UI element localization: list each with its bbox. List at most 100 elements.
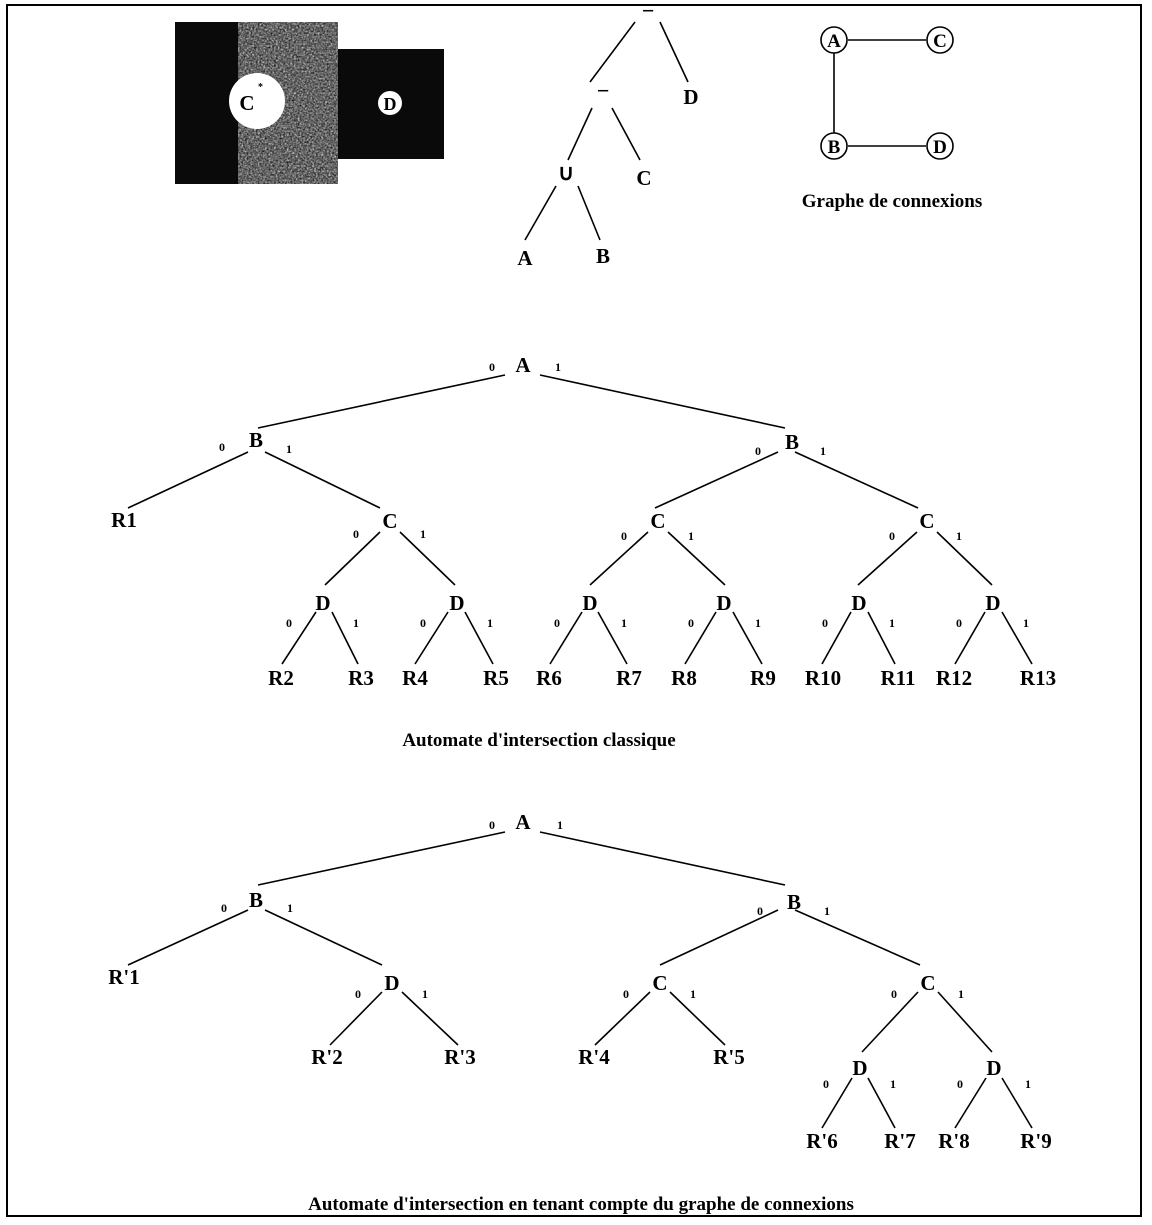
expr-edge [524,185,557,241]
t1-node-b-left: B [249,428,263,452]
t1-bit-0: 0 [755,444,761,458]
t1-edge [257,374,506,429]
t2-edge [1001,1077,1033,1129]
t2-node-d: D [986,1056,1001,1080]
t2-edge [594,991,651,1046]
t1-bit-1: 1 [956,529,962,543]
t2-bit-0: 0 [623,987,629,1001]
t2-edge [257,831,506,886]
t2-bit-0: 0 [489,818,495,832]
graph-automaton: A B B D C C D D 0 1 0 1 0 1 0 1 0 1 0 1 … [108,810,1052,1215]
t2-node-d: D [852,1056,867,1080]
t2-edge [794,909,921,966]
t2-leaf: R'4 [578,1045,610,1069]
t2-edge [329,991,383,1046]
graph-caption: Graphe de connexions [802,191,983,212]
t1-edge [264,451,381,509]
graph-label-d: D [933,137,947,158]
t2-bit-1: 1 [1025,1077,1031,1091]
t1-node-d: D [582,591,597,615]
t1-edge [281,611,317,665]
t1-bit-0: 0 [889,529,895,543]
t1-edge [732,611,763,665]
graph-node-c [926,26,954,54]
region-c-mark: * [258,82,263,93]
t1-leaf: R6 [536,666,562,690]
t2-edge [539,831,786,886]
expr-leaf-c: C [636,166,651,190]
t1-edge [464,611,494,665]
t1-node-d: D [851,591,866,615]
t2-edge [659,909,779,966]
t1-bit-1: 1 [555,360,561,374]
t2-leaf: R'1 [108,965,140,989]
t2-leaf: R'2 [311,1045,343,1069]
t1-leaf: R2 [268,666,294,690]
t1-leaf: R10 [805,666,841,690]
classic-automaton-caption: Automate d'intersection classique [402,730,675,751]
region-c-label: C [239,91,254,115]
expr-edge [611,107,641,161]
t2-leaf: R'7 [884,1129,916,1153]
classic-automaton: A B B C C C D D D D D D 0 1 0 1 0 1 0 1 … [111,353,1056,751]
t2-node-b-right: B [787,890,801,914]
t1-bit-0: 0 [688,616,694,630]
expr-edge [589,21,636,83]
graph-label-c: C [933,31,947,52]
t1-bit-1: 1 [420,527,426,541]
expr-root-op: − [642,0,655,23]
t2-bit-1: 1 [958,987,964,1001]
t2-leaf: R'8 [938,1129,970,1153]
t2-edge [954,1077,987,1129]
t1-edge [667,531,726,586]
t1-node-c: C [919,509,934,533]
t1-edge [954,611,986,665]
t1-leaf: R7 [616,666,642,690]
t1-leaf: R9 [750,666,776,690]
t1-edge [684,611,717,665]
t1-node-d: D [985,591,1000,615]
t2-leaf: R'5 [713,1045,745,1069]
t1-bit-0: 0 [554,616,560,630]
t2-node-c: C [652,971,667,995]
t2-bit-1: 1 [824,904,830,918]
t2-leaf: R'6 [806,1129,838,1153]
scene-illustration: C * D [175,22,444,184]
t1-leaf: R5 [483,666,509,690]
t1-bit-0: 0 [822,616,828,630]
t1-node-d: D [449,591,464,615]
t1-edge [1001,611,1033,665]
expression-tree: − − ∪ D C A B [517,0,698,270]
t2-node-b-left: B [249,888,263,912]
expr-inner-op: − [597,78,610,103]
t2-node-c: C [920,971,935,995]
t1-leaf: R12 [936,666,972,690]
t1-leaf: R13 [1020,666,1056,690]
t2-bit-0: 0 [891,987,897,1001]
t1-leaf: R3 [348,666,374,690]
expr-union-op: ∪ [558,160,574,185]
t1-node-c: C [650,509,665,533]
t1-bit-1: 1 [820,444,826,458]
t1-edge [399,531,456,586]
t2-bit-1: 1 [422,987,428,1001]
t1-bit-0: 0 [353,527,359,541]
t1-bit-0: 0 [956,616,962,630]
t1-bit-0: 0 [420,616,426,630]
expr-edge [659,21,689,83]
t2-leaf: R'3 [444,1045,476,1069]
t1-leaf: R8 [671,666,697,690]
figure-frame [6,4,1142,1217]
expr-leaf-d: D [683,85,698,109]
t1-edge [794,451,919,509]
t1-edge [414,611,449,665]
t2-node-a: A [515,810,531,834]
t1-bit-1: 1 [621,616,627,630]
t2-edge [821,1077,853,1129]
graph-node-d [926,132,954,160]
region-d-disc [378,91,402,115]
t2-bit-0: 0 [757,904,763,918]
t1-edge [654,451,779,509]
t1-node-d: D [716,591,731,615]
